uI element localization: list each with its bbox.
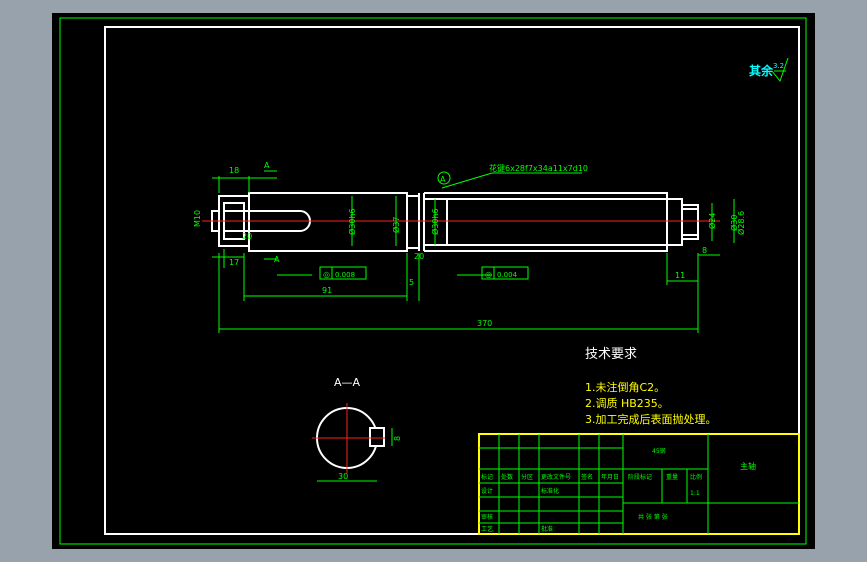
svg-text:5: 5 <box>409 278 414 287</box>
shaft-main-view <box>211 192 699 252</box>
svg-text:11: 11 <box>675 271 685 280</box>
datum-a: A <box>437 171 451 185</box>
drawing-viewport[interactable]: 其余 3.2 <box>52 13 815 549</box>
svg-text:0.004: 0.004 <box>497 271 518 279</box>
svg-text:8: 8 <box>393 436 402 441</box>
svg-text:审核: 审核 <box>481 513 493 521</box>
svg-text:Ø30h6: Ø30h6 <box>430 208 440 235</box>
svg-text:Ø30h6: Ø30h6 <box>347 208 357 235</box>
svg-text:A: A <box>274 255 280 264</box>
svg-text:Ø30: Ø30 <box>729 215 739 231</box>
dimension-texts: 18 A 17 A 20 M10 Ø30h6 Ø37 Ø30h6 Ø24 Ø30… <box>193 161 746 328</box>
svg-text:年月日: 年月日 <box>601 473 619 481</box>
svg-text:工艺: 工艺 <box>481 525 493 533</box>
svg-text:阶段标记: 阶段标记 <box>628 473 652 481</box>
surface-finish-symbol: 其余 3.2 <box>749 57 789 83</box>
svg-text:20: 20 <box>242 232 252 241</box>
svg-text:1:1: 1:1 <box>690 490 700 497</box>
tolerance-frame-2: ◎ 0.004 <box>481 266 529 280</box>
spline-note: 花键6x28f7x34a11x7d10 <box>489 163 588 173</box>
surface-finish-label: 其余 <box>749 63 774 78</box>
svg-text:标记: 标记 <box>481 473 493 481</box>
svg-text:◎: ◎ <box>485 270 492 279</box>
section-a-a-view: 30 8 <box>312 403 402 482</box>
svg-text:签名: 签名 <box>581 473 593 481</box>
svg-text:◎: ◎ <box>323 270 330 279</box>
tolerance-frame-1: ◎ 0.008 <box>319 266 367 280</box>
svg-text:17: 17 <box>229 258 239 267</box>
svg-text:370: 370 <box>477 319 492 328</box>
svg-text:设计: 设计 <box>481 487 493 495</box>
svg-text:更改文件号: 更改文件号 <box>541 473 571 481</box>
title-part-name: 主轴 <box>740 461 756 471</box>
outer-frame <box>59 17 807 545</box>
svg-text:Ø37: Ø37 <box>391 217 401 233</box>
svg-text:M10: M10 <box>193 210 202 227</box>
dimension-lines <box>212 170 735 333</box>
svg-text:标准化: 标准化 <box>541 487 559 495</box>
svg-text:Ø28.6: Ø28.6 <box>736 211 746 235</box>
section-title: A—A <box>334 376 361 389</box>
svg-text:重量: 重量 <box>666 473 678 481</box>
drawing-canvas: 其余 3.2 <box>59 17 807 545</box>
tech-requirements: 技术要求 1.未注倒角C2。 2.调质 HB235。 3.加工完成后表面抛处理。 <box>585 347 717 426</box>
inner-frame <box>104 26 800 535</box>
svg-text:Ø24: Ø24 <box>707 213 717 229</box>
tech-item-3: 3.加工完成后表面抛处理。 <box>585 412 717 426</box>
svg-text:20: 20 <box>414 252 424 261</box>
svg-text:处数: 处数 <box>501 473 513 481</box>
svg-text:分区: 分区 <box>521 473 533 481</box>
svg-text:30: 30 <box>338 472 348 481</box>
svg-text:18: 18 <box>229 166 239 175</box>
tech-item-2: 2.调质 HB235。 <box>585 397 669 410</box>
tech-item-1: 1.未注倒角C2。 <box>585 380 665 394</box>
svg-text:91: 91 <box>322 286 332 295</box>
svg-text:比例: 比例 <box>690 473 702 481</box>
svg-text:共 张 第 张: 共 张 第 张 <box>638 513 668 521</box>
svg-text:0.008: 0.008 <box>335 271 355 279</box>
title-block: 标记 处数 分区 更改文件号 签名 年月日 设计 标准化 审核 工艺 批准 阶段… <box>478 433 800 535</box>
title-material: 45钢 <box>652 447 666 455</box>
svg-text:A: A <box>264 161 270 170</box>
svg-text:8: 8 <box>702 246 707 255</box>
svg-text:A: A <box>440 175 446 184</box>
surface-finish-value: 3.2 <box>773 62 784 70</box>
tech-requirements-title: 技术要求 <box>585 347 637 362</box>
svg-text:批准: 批准 <box>541 525 553 533</box>
